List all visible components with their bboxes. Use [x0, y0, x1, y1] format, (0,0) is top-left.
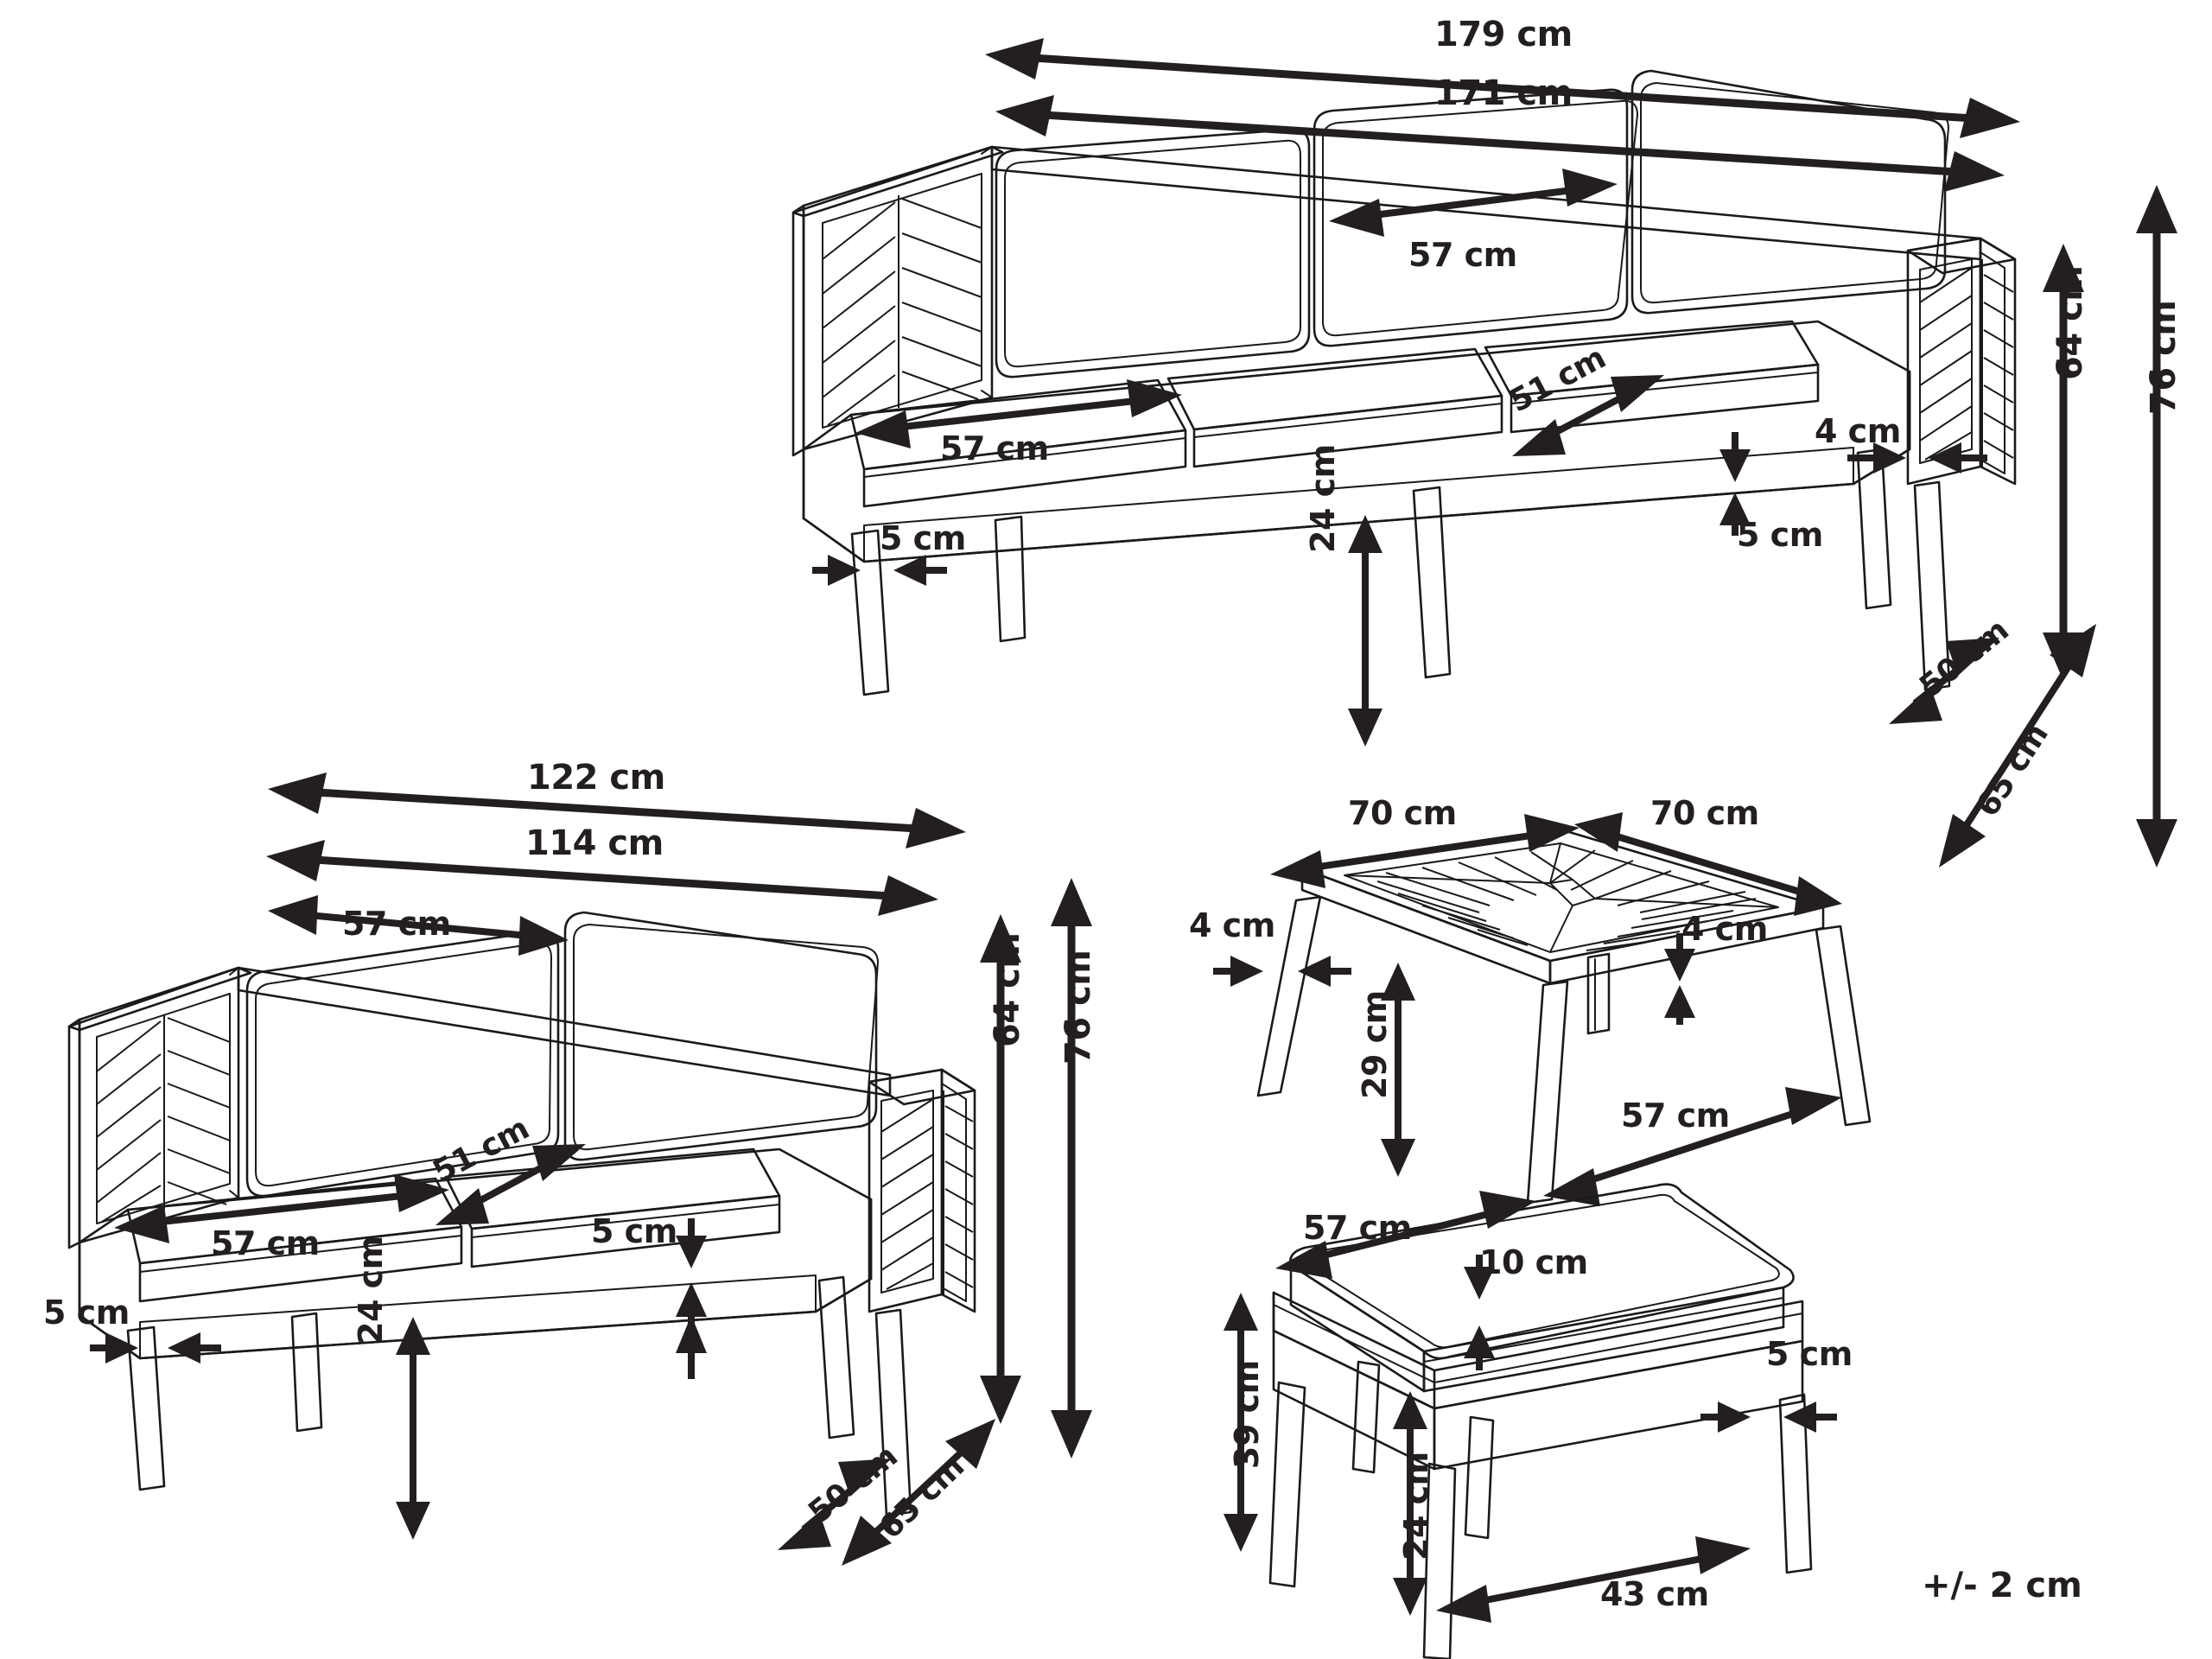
table-dim-leg4	[1213, 956, 1351, 987]
sofa3-dim-leg5	[812, 555, 947, 586]
table-leg-rear	[1586, 952, 1611, 1035]
sofa3-dim-65	[1939, 624, 2096, 868]
sofa3-dim-76	[2136, 185, 2177, 868]
sofa3-dim-4	[1847, 442, 1987, 474]
sofa2-dim-114	[266, 840, 938, 916]
table-dim-57	[1543, 1087, 1842, 1206]
sofa2-legs	[126, 1275, 912, 1517]
sofa2-dim-24	[396, 1317, 430, 1540]
sofa3-dim-50	[1889, 638, 1999, 724]
two-seater-sofa-drawing	[67, 772, 1092, 1566]
label-sofa3-leg-5: 5 cm	[880, 519, 966, 557]
three-seater-sofa-drawing	[791, 38, 2177, 868]
label-sofa2-back-64: 64 cm	[988, 932, 1027, 1047]
label-sofa3-seat-57: 57 cm	[940, 429, 1049, 467]
stool-leg-right	[1778, 1393, 1813, 1574]
table-dim-29	[1381, 963, 1415, 1177]
label-stool-frame-5: 5 cm	[1766, 1335, 1853, 1373]
sofa3-dim-179	[985, 38, 2020, 138]
sofa2-dim-76	[1051, 878, 1092, 1459]
label-table-span-57: 57 cm	[1621, 1096, 1730, 1135]
label-stool-span-43: 43 cm	[1600, 1575, 1709, 1613]
stool-dim-24	[1393, 1391, 1427, 1616]
sofa3-left-arm	[791, 145, 1004, 457]
table-dim-70-right	[1574, 812, 1842, 916]
sofa2-dim-64	[980, 914, 1021, 1424]
stool-dim-10	[1464, 1255, 1495, 1370]
sofa2-dim-seat57	[114, 1174, 449, 1243]
stool-leg-rear-a	[1351, 1360, 1381, 1474]
stool-leg-left	[1268, 1381, 1306, 1588]
label-sofa2-total-76: 76 cm	[1058, 950, 1098, 1065]
label-sofa3-back-57: 57 cm	[1408, 236, 1517, 274]
sofa3-seat-cushions	[849, 320, 1820, 508]
label-sofa2-width-114: 114 cm	[525, 823, 664, 863]
sofa3-backrest-cushions	[995, 69, 1949, 378]
label-stool-leg-24: 24 cm	[1397, 1452, 1435, 1560]
sofa3-dim-51	[1512, 375, 1664, 456]
sofa2-dim-frame5	[676, 1315, 707, 1379]
sofa2-dim-65	[842, 1419, 995, 1566]
ottoman-drawing	[1224, 1183, 1837, 1659]
table-leg-front	[1526, 980, 1569, 1205]
label-sofa2-width-122: 122 cm	[527, 758, 665, 798]
sofa2-seat-cushions	[126, 1147, 781, 1303]
coffee-table-drawing	[1213, 812, 1872, 1206]
sofa2-dim-c5	[676, 1218, 707, 1329]
stool-leg-rear-b	[1464, 1415, 1495, 1540]
label-sofa3-cushion-5: 5 cm	[1737, 516, 1823, 554]
sofa3-dim-seat57	[855, 379, 1182, 448]
sofa3-dim-c5	[1719, 432, 1751, 536]
sofa3-right-arm	[1906, 237, 2017, 486]
sofa3-dim-back57	[1329, 168, 1618, 237]
label-table-top-4: 4 cm	[1681, 910, 1768, 948]
label-sofa3-back-64: 64 cm	[2050, 265, 2090, 380]
label-stool-height-39: 39 cm	[1228, 1360, 1266, 1469]
stool-dim-43	[1436, 1536, 1751, 1623]
label-sofa2-cushion-5: 5 cm	[591, 1212, 677, 1250]
sofa2-dim-leg5	[90, 1332, 221, 1363]
sofa3-dim-171	[995, 95, 2005, 192]
tolerance-note: +/- 2 cm	[1922, 1566, 2082, 1605]
sofa3-dim-24	[1348, 515, 1382, 747]
table-leg-left	[1256, 895, 1322, 1097]
label-sofa3-seatheight-24: 24 cm	[1304, 444, 1342, 553]
sofa2-frame	[78, 1147, 873, 1360]
table-leg-right	[1815, 925, 1872, 1127]
table-dim-70-left	[1270, 814, 1580, 888]
sofa3-legs	[850, 448, 1951, 696]
label-sofa3-width-179: 179 cm	[1434, 15, 1573, 54]
label-sofa3-thickness-4: 4 cm	[1815, 412, 1901, 450]
label-sofa2-back-57: 57 cm	[342, 905, 451, 943]
label-sofa2-leg-5: 5 cm	[43, 1294, 130, 1332]
stool-dim-5	[1700, 1402, 1837, 1433]
label-stool-cushion-10: 10 cm	[1479, 1243, 1588, 1281]
sofa2-dim-back57	[268, 895, 569, 956]
label-stool-width-57: 57 cm	[1303, 1209, 1412, 1247]
sofa2-dim-122	[268, 772, 966, 849]
label-sofa3-width-171: 171 cm	[1434, 73, 1573, 113]
sofa2-dim-50	[778, 1459, 892, 1550]
stool-leg-front	[1422, 1462, 1457, 1659]
stool-dim-57	[1275, 1191, 1536, 1279]
label-table-width-70-left: 70 cm	[1348, 794, 1457, 832]
stool-dim-39	[1224, 1293, 1258, 1552]
label-sofa2-seat-57: 57 cm	[211, 1224, 320, 1262]
table-dim-top4	[1664, 933, 1695, 1025]
label-sofa2-seatheight-24: 24 cm	[352, 1236, 390, 1344]
label-table-leg-4: 4 cm	[1189, 906, 1275, 944]
label-table-width-70-right: 70 cm	[1650, 794, 1759, 832]
label-sofa3-total-76: 76 cm	[2144, 300, 2183, 415]
label-table-height-29: 29 cm	[1356, 990, 1394, 1099]
sofa2-right-arm	[868, 1068, 976, 1313]
sofa2-dim-51	[435, 1144, 586, 1225]
